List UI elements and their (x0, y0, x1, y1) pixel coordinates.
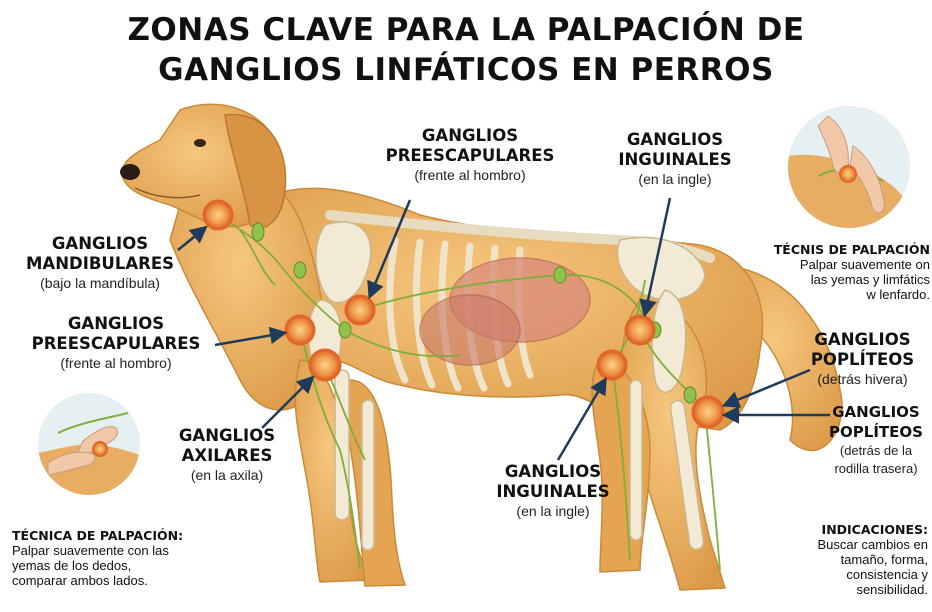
label-inguinales-top: GANGLIOS INGUINALES (en la ingle) (605, 130, 745, 188)
label-preescap-left-line1: GANGLIOS (67, 314, 165, 333)
label-mandibulares-sub: (bajo la mandíbula) (40, 275, 160, 291)
label-axilares-line2: AXILARES (181, 446, 273, 465)
note-tecnica-left-l1: Palpar suavemente con las (12, 543, 169, 558)
note-indicaciones-l2: tamaño, forma, (840, 552, 928, 567)
label-axilares-line1: GANGLIOS (178, 426, 276, 445)
arrow-preescap-left-icon (214, 326, 288, 347)
label-inguinales-top-line1: GANGLIOS (626, 130, 724, 149)
note-tecnica-left: TÉCNICA DE PALPACIÓN: Palpar suavemente … (12, 528, 242, 588)
note-indicaciones-l3: consistencia y (846, 567, 928, 582)
label-inguinales-top-sub: (en la ingle) (638, 171, 712, 187)
arrow-inguinales-bottom-icon (556, 376, 607, 461)
note-tecnica-right-l1: Palpar suavemente on (799, 257, 930, 272)
page-title: ZONAS CLAVE PARA LA PALPACIÓN DE GANGLIO… (0, 10, 932, 90)
note-tecnica-right-l2: las yemas y limfátics (810, 272, 930, 287)
label-inguinales-bottom-line2: INGUINALES (496, 482, 610, 501)
note-tecnica-right-heading: TÉCNIS DE PALPACIÓN (773, 242, 930, 257)
note-tecnica-right-l3: w lenfardo. (866, 287, 930, 302)
label-preescap-left-line2: PREESCAPULARES (31, 334, 201, 353)
note-indicaciones-l4: sensibilidad. (856, 582, 928, 597)
label-popliteos-2-line1: GANGLIOS (832, 403, 920, 421)
node-axillary-icon (308, 348, 342, 382)
label-popliteos-1-sub: (detrás hivera) (817, 371, 908, 387)
label-inguinales-bottom-line1: GANGLIOS (504, 462, 602, 481)
label-axilares: GANGLIOS AXILARES (en la axila) (162, 426, 292, 484)
label-inguinales-top-line2: INGUINALES (618, 150, 732, 169)
arrow-inguinales-top-icon (639, 197, 672, 318)
note-tecnica-left-l2: yemas de los dedos, (12, 558, 132, 573)
label-mandibulares-line1: GANGLIOS (51, 234, 149, 253)
note-indicaciones-l1: Buscar cambios en (817, 537, 928, 552)
label-mandibulares: GANGLIOS MANDIBULARES (bajo la mandíbula… (10, 234, 190, 292)
label-popliteos-1-line2: POPLÍTEOS (810, 350, 915, 369)
label-popliteos-1-line1: GANGLIOS (814, 330, 911, 349)
label-mandibulares-line2: MANDIBULARES (26, 254, 174, 273)
arrow-axilares-icon (261, 375, 315, 429)
arrow-preescap-top-icon (367, 199, 412, 300)
title-line-1: ZONAS CLAVE PARA LA PALPACIÓN DE (127, 12, 805, 48)
label-popliteos-2-sub2: rodilla trasera) (834, 461, 918, 476)
note-indicaciones-heading: INDICACIONES: (821, 522, 928, 537)
label-popliteos-1: GANGLIOS POPLÍTEOS (detrás hivera) (800, 330, 925, 388)
note-tecnica-right: TÉCNIS DE PALPACIÓN Palpar suavemente on… (760, 242, 930, 302)
arrow-popliteos-1-icon (721, 368, 811, 408)
note-tecnica-left-heading: TÉCNICA DE PALPACIÓN: (12, 528, 184, 543)
node-preescapular-top-icon (344, 294, 376, 326)
label-preescap-top-sub: (frente al hombro) (414, 167, 526, 183)
label-inguinales-bottom: GANGLIOS INGUINALES (en la ingle) (478, 462, 628, 520)
label-inguinales-bottom-sub: (en la ingle) (516, 503, 590, 519)
note-tecnica-left-l3: comparar ambos lados. (12, 573, 148, 588)
node-inguinal-bottom-icon (596, 349, 628, 381)
node-mandibular-icon (202, 199, 234, 231)
label-preescapulares-top: GANGLIOS PREESCAPULARES (frente al hombr… (365, 126, 575, 184)
note-indicaciones: INDICACIONES: Buscar cambios en tamaño, … (770, 522, 928, 597)
label-popliteos-2: GANGLIOS POPLÍTEOS (detrás de la rodilla… (822, 402, 930, 478)
node-popliteal-icon (691, 395, 725, 429)
highlight-nodes (202, 199, 725, 429)
arrow-mandibulares-icon (177, 225, 208, 251)
label-popliteos-2-sub1: (detrás de la (839, 443, 913, 458)
title-line-2: GANGLIOS LINFÁTICOS EN PERROS (158, 52, 774, 88)
hand-palpation-left-icon (38, 393, 140, 495)
label-axilares-sub: (en la axila) (190, 467, 264, 483)
node-preescapular-left-icon (284, 314, 316, 346)
hand-palpation-right-icon (788, 106, 910, 228)
label-preescap-left-sub: (frente al hombro) (60, 355, 172, 371)
label-preescap-top-line1: GANGLIOS (421, 126, 519, 145)
label-popliteos-2-line2: POPLÍTEOS (829, 423, 923, 441)
node-inguinal-top-icon (624, 314, 656, 346)
pointer-arrows (177, 197, 830, 461)
label-preescap-top-line2: PREESCAPULARES (385, 146, 555, 165)
label-preescapulares-left: GANGLIOS PREESCAPULARES (frente al hombr… (10, 314, 222, 372)
